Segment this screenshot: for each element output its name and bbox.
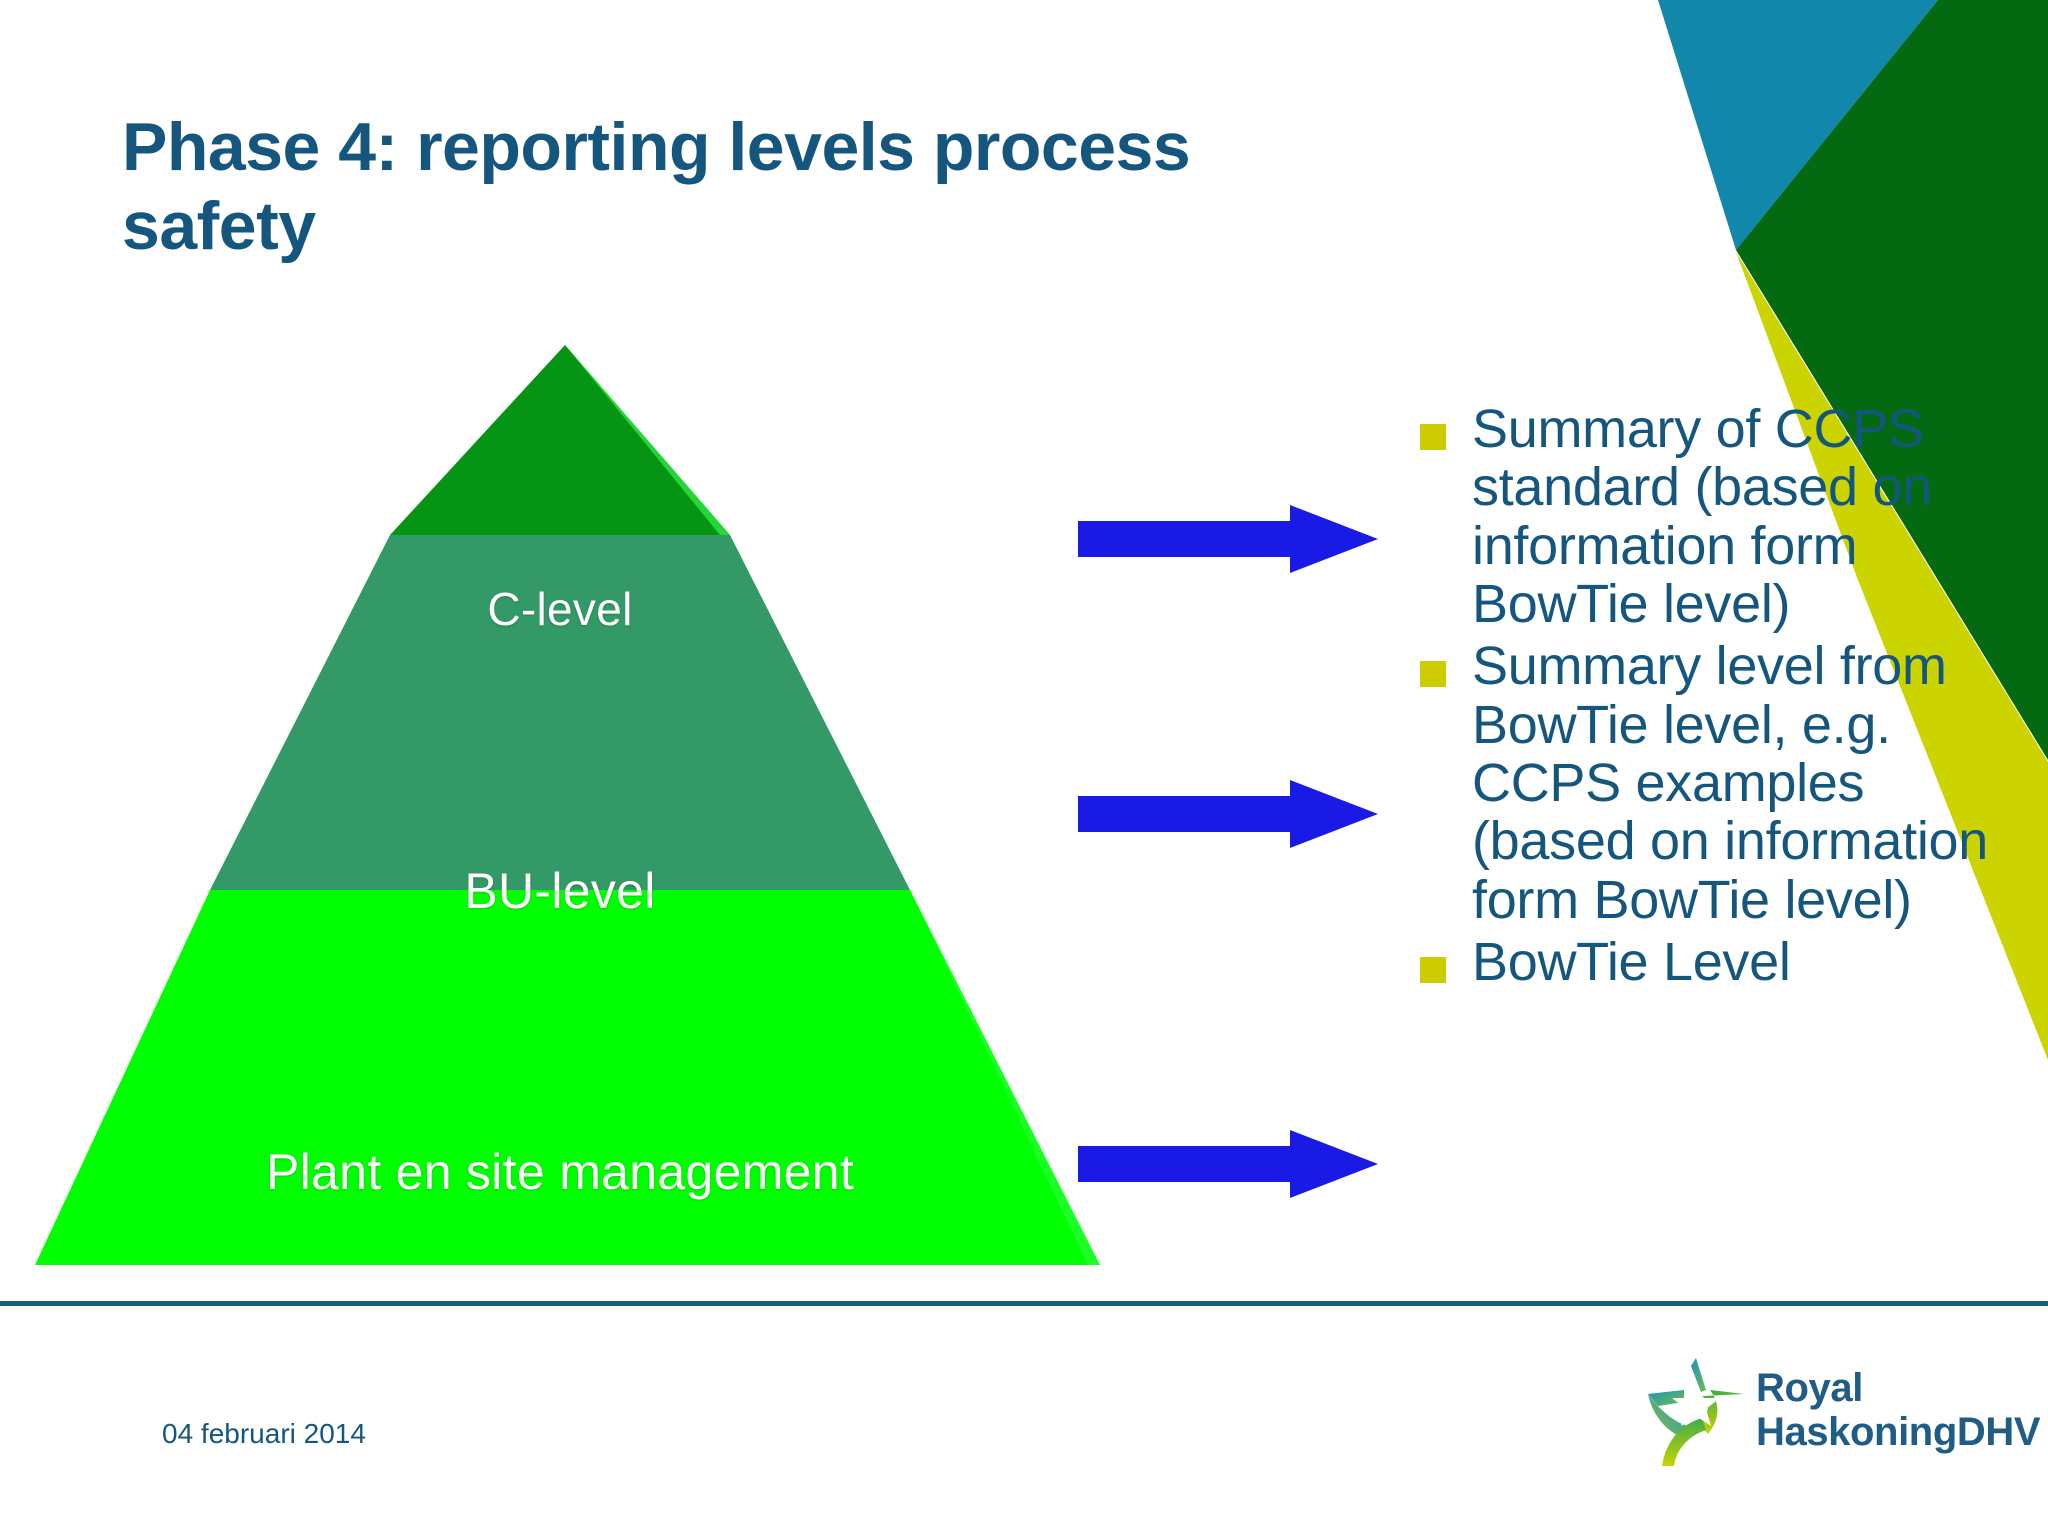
bullet-text-1: Summary of CCPS standard (based on infor… — [1472, 399, 1932, 634]
square-bullet-icon — [1420, 956, 1446, 983]
teal-wedge — [1658, 0, 1938, 250]
star-swoosh-icon — [1648, 1358, 1744, 1466]
pyramid-tier-middle[interactable] — [210, 535, 910, 890]
footer-divider — [0, 1301, 2048, 1306]
arrow-right-icon-3 — [1078, 1130, 1378, 1198]
logo-wordmark: Royal HaskoningDHV — [1756, 1366, 2041, 1454]
pyramid-label-c-level: C-level — [487, 583, 633, 635]
footer-date: 04 februari 2014 — [162, 1418, 366, 1449]
company-logo: Royal HaskoningDHV — [1644, 1352, 2041, 1482]
square-bullet-icon — [1420, 661, 1446, 688]
pyramid-label-bu-level: BU-level — [464, 863, 656, 919]
arrow-right-icon-1 — [1078, 505, 1378, 573]
pyramid-tier-bottom[interactable] — [35, 890, 1100, 1265]
list-item[interactable]: BowTie Level — [1420, 931, 2040, 992]
pyramid-diagram: C-level BU-level Plant en site managemen… — [20, 345, 1100, 1265]
list-item[interactable]: Summary of CCPS standard (based on infor… — [1420, 400, 2040, 633]
bullet-list: Summary of CCPS standard (based on infor… — [1420, 400, 2040, 995]
logo-line-2: HaskoningDHV — [1756, 1410, 2041, 1454]
title-line-2: safety — [122, 187, 316, 264]
title-line-1: Phase 4: reporting levels process — [122, 109, 1191, 185]
pyramid-label-plant-site-management: Plant en site management — [265, 1144, 855, 1200]
page-title: Phase 4: reporting levels process safety — [122, 108, 1442, 266]
square-bullet-icon — [1420, 424, 1446, 450]
pyramid-shape — [35, 345, 1100, 1265]
pyramid-tier-top[interactable] — [390, 345, 730, 535]
bullet-text-3: BowTie Level — [1472, 931, 1791, 992]
bullet-text-2: Summary level from BowTie level, e.g. CC… — [1472, 636, 1989, 930]
logo-line-1: Royal — [1756, 1366, 1863, 1410]
arrow-right-icon-2 — [1078, 780, 1378, 848]
list-item[interactable]: Summary level from BowTie level, e.g. CC… — [1420, 637, 2040, 929]
